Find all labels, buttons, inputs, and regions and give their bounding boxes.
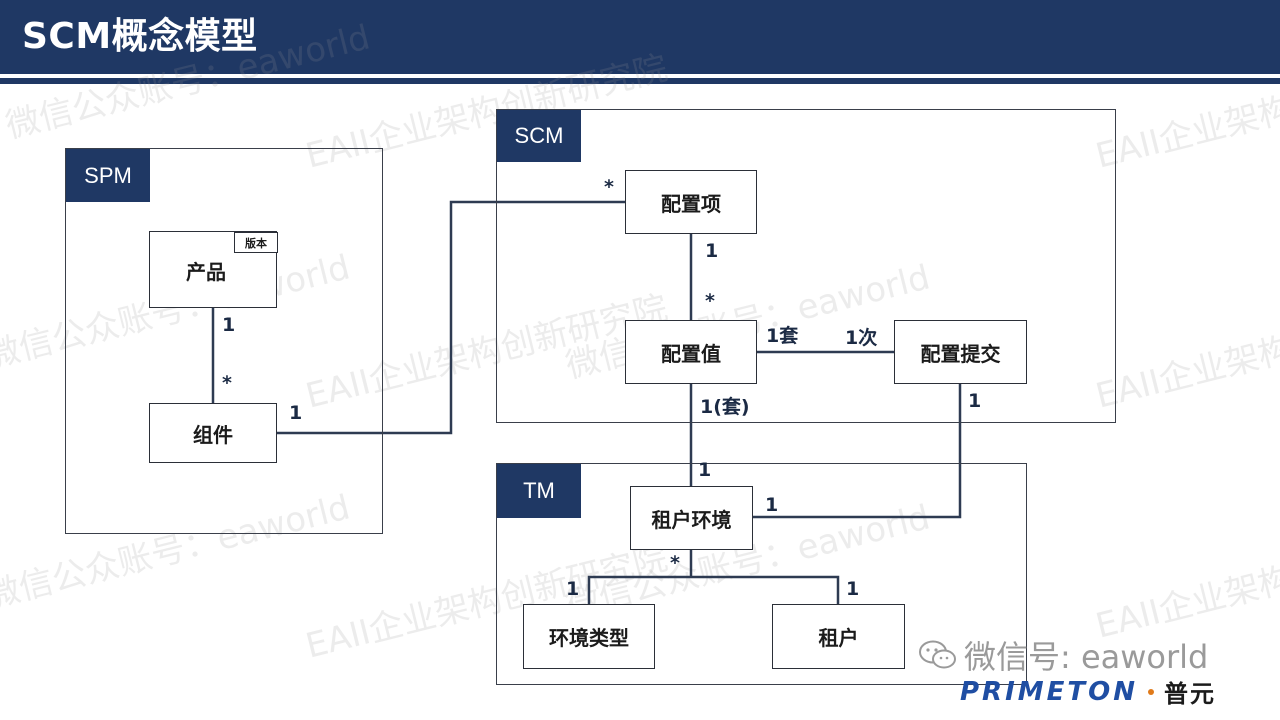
box-tenant-env: 租户环境	[630, 486, 753, 550]
header-divider	[0, 74, 1280, 78]
box-config-item: 配置项	[625, 170, 757, 234]
package-scm: SCM	[496, 109, 1116, 423]
package-tab-scm: SCM	[497, 110, 581, 162]
box-tenant-label: 租户	[818, 626, 859, 650]
logo-text-cn: 普元	[1163, 680, 1216, 708]
multiplicity-label: *	[604, 176, 614, 198]
package-tab-tm: TM	[497, 464, 581, 518]
box-config-value-label: 配置值	[661, 341, 721, 366]
box-config-commit-label: 配置提交	[920, 341, 1001, 366]
multiplicity-label: *	[705, 290, 715, 312]
multiplicity-label: 1次	[845, 327, 878, 349]
package-tm: TM	[496, 463, 1027, 685]
box-config-commit: 配置提交	[894, 320, 1027, 384]
box-env-type-label: 环境类型	[549, 626, 629, 650]
box-product-label: 产品	[186, 260, 226, 284]
box-component: 组件	[149, 403, 277, 463]
multiplicity-label: 1(套)	[700, 396, 750, 418]
multiplicity-label: 1	[705, 240, 719, 262]
wechat-id-text: 微信号: eaworld	[964, 638, 1209, 676]
header-bar	[0, 0, 1280, 74]
logo-text-en: PRIMETON	[960, 676, 1138, 707]
multiplicity-label: 1	[765, 494, 779, 516]
wechat-footer: 微信号: eaworld	[918, 632, 1208, 678]
package-tab-spm: SPM	[66, 149, 150, 202]
multiplicity-label: 1	[846, 578, 860, 600]
primeton-logo: PRIMETON 普元	[960, 674, 1216, 709]
multiplicity-label: 1	[289, 402, 303, 424]
wechat-icon	[919, 640, 956, 669]
box-product: 产品 版本	[149, 231, 278, 308]
header-divider-bottom	[0, 78, 1280, 84]
multiplicity-label: 1	[222, 314, 236, 336]
logo-dot	[1147, 688, 1154, 695]
page-title: SCM概念模型	[22, 16, 258, 57]
multiplicity-label: 1	[968, 390, 982, 412]
box-config-item-label: 配置项	[661, 191, 721, 216]
box-tenant: 租户	[772, 604, 905, 669]
multiplicity-label: *	[222, 372, 232, 394]
package-spm: SPM	[65, 148, 383, 534]
multiplicity-label: 1	[698, 459, 712, 481]
multiplicity-label: *	[670, 552, 680, 574]
edge-commit-tenant-env	[753, 384, 962, 519]
multiplicity-label: 1	[566, 578, 580, 600]
box-component-label: 组件	[193, 422, 233, 447]
edge-env-type	[587, 575, 691, 604]
box-config-value: 配置值	[625, 320, 757, 384]
edge-component-config-item	[277, 200, 625, 435]
edge-env-tenant	[691, 575, 840, 604]
box-tenant-env-label: 租户环境	[651, 507, 732, 532]
version-badge: 版本	[234, 232, 278, 253]
box-env-type: 环境类型	[523, 604, 655, 669]
multiplicity-label: 1套	[766, 325, 799, 347]
